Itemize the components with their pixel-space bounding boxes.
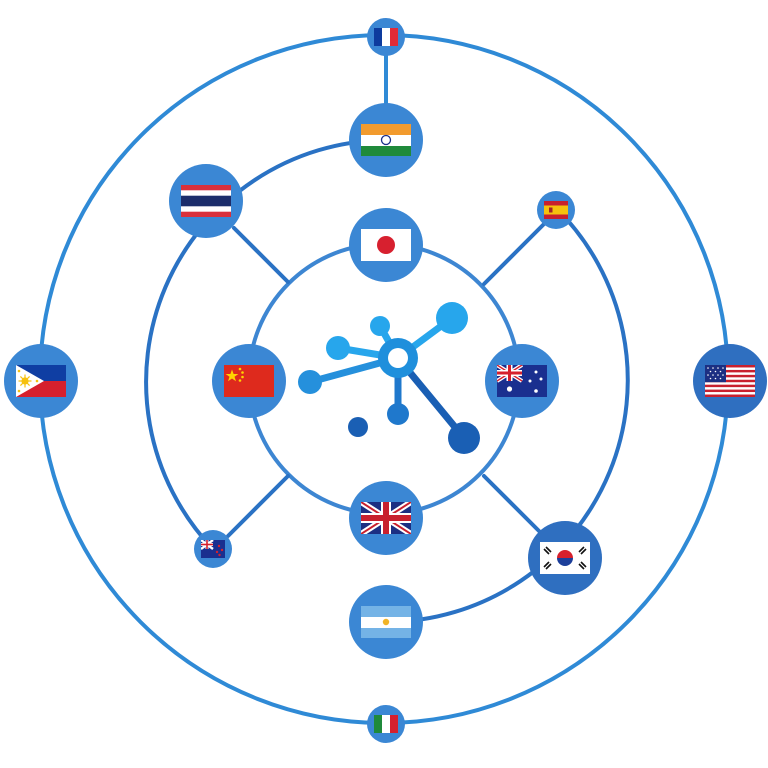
flag-philippines-node [4,344,78,418]
flag-italy-node [367,705,405,743]
flag-thailand-node [169,164,243,238]
flag-usa-node [693,344,767,418]
flag-south-korea-node [528,521,602,595]
middle-ring-right-arc [384,206,630,624]
inner-ring [247,242,521,516]
connector-thailand-inner [232,226,290,284]
flag-china-node [212,344,286,418]
flag-france-node [367,18,405,56]
flag-india-node [349,103,423,177]
connector-korea-inner [482,474,542,534]
flag-japan-node [349,208,423,282]
network-hub-icon [298,302,480,454]
middle-ring-left-arc [144,138,388,550]
flag-spain-node [537,191,575,229]
flag-argentina-node [349,585,423,659]
flag-new-zealand-node [194,530,232,568]
flag-australia-node [485,344,559,418]
connector-nz-inner [226,474,290,538]
connector-spain-inner [482,216,552,286]
flag-uk-node [349,481,423,555]
